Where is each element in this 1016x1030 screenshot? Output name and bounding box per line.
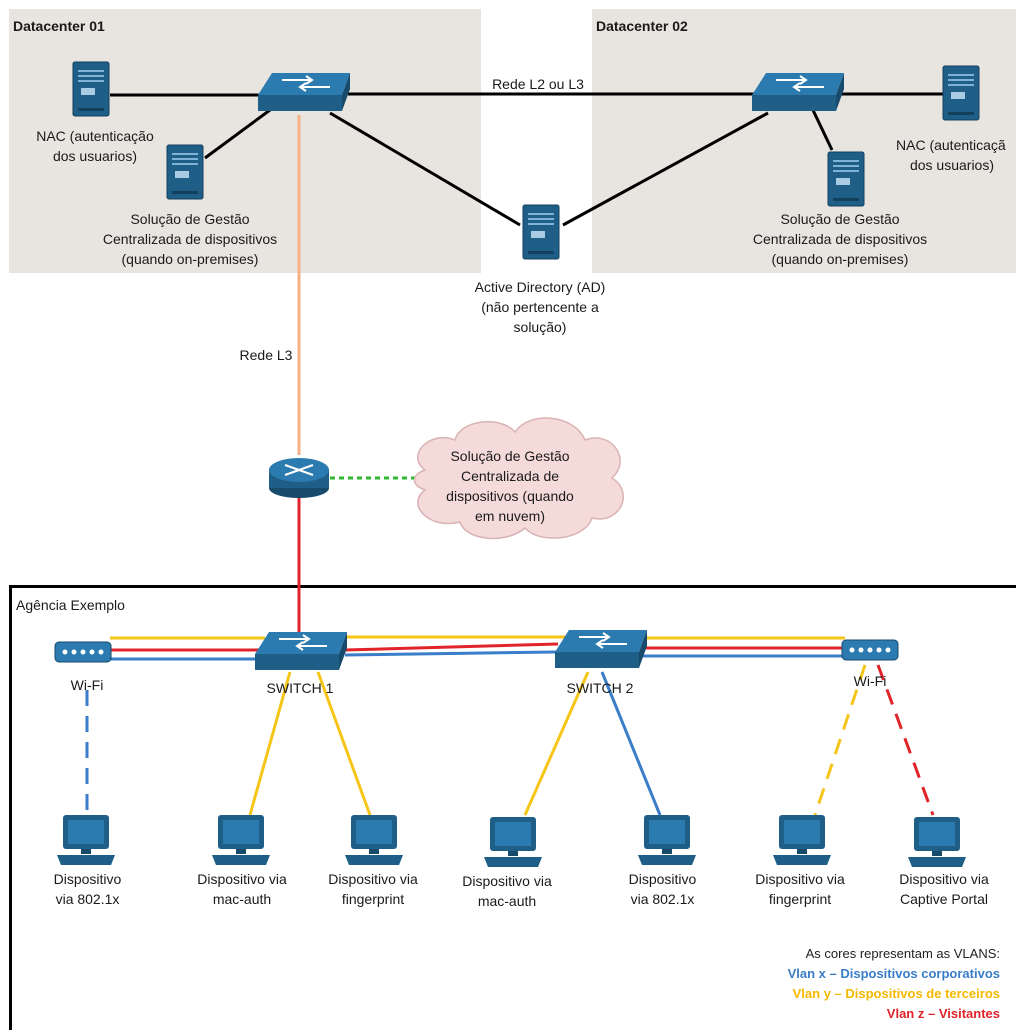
nac1-server-icon bbox=[72, 61, 110, 117]
datacenter-01-zone: Datacenter 01 bbox=[9, 9, 481, 273]
legend-title: As cores representam as VLANS: bbox=[805, 946, 1000, 961]
wifi-ap-2-icon bbox=[841, 639, 899, 661]
switch-2-icon bbox=[554, 629, 648, 669]
core-switch-1-icon bbox=[257, 72, 351, 112]
datacenter-02-zone: Datacenter 02 bbox=[592, 9, 1016, 273]
agency-zone: Agência Exemplo bbox=[9, 585, 1016, 1030]
device-1-icon bbox=[57, 815, 115, 865]
nac2-server-icon bbox=[942, 65, 980, 121]
core-switch-2-icon bbox=[751, 72, 845, 112]
mgmt2-server-icon bbox=[827, 151, 865, 207]
legend-vlan-y: Vlan y – Dispositivos de terceiros bbox=[792, 986, 1000, 1001]
mgmt1-server-icon bbox=[166, 144, 204, 200]
wifi-1-label: Wi-Fi bbox=[70, 677, 104, 693]
wifi-ap-1-icon bbox=[54, 641, 112, 663]
device-3-icon bbox=[345, 815, 403, 865]
switch-2-label: SWITCH 2 bbox=[566, 680, 634, 696]
link-core1-ad bbox=[329, 111, 521, 227]
ad-server-icon bbox=[522, 204, 560, 260]
datacenter-02-title: Datacenter 02 bbox=[596, 18, 688, 34]
router-icon bbox=[269, 458, 329, 498]
wan-link-label: Rede L3 bbox=[239, 347, 293, 363]
datacenter-01-title: Datacenter 01 bbox=[13, 18, 105, 34]
link-core2-ad bbox=[562, 111, 769, 227]
dc-link-label: Rede L2 ou L3 bbox=[492, 76, 584, 92]
vlan-legend: As cores representam as VLANS: Vlan x – … bbox=[788, 944, 1000, 1024]
wifi-2-label: Wi-Fi bbox=[853, 673, 887, 689]
device-4-icon bbox=[484, 817, 542, 867]
legend-vlan-x: Vlan x – Dispositivos corporativos bbox=[787, 966, 1000, 981]
link-mgmt1-core1 bbox=[204, 108, 271, 160]
switch-1-label: SWITCH 1 bbox=[266, 680, 334, 696]
switch-1-icon bbox=[254, 631, 348, 671]
device-5-icon bbox=[638, 815, 696, 865]
device-6-icon bbox=[773, 815, 831, 865]
cloud-icon bbox=[413, 417, 624, 540]
device-2-icon bbox=[212, 815, 270, 865]
legend-vlan-z: Vlan z – Visitantes bbox=[886, 1006, 1000, 1021]
link-core2-mgmt2 bbox=[810, 107, 834, 151]
device-7-icon bbox=[908, 817, 966, 867]
agency-title: Agência Exemplo bbox=[16, 597, 125, 613]
